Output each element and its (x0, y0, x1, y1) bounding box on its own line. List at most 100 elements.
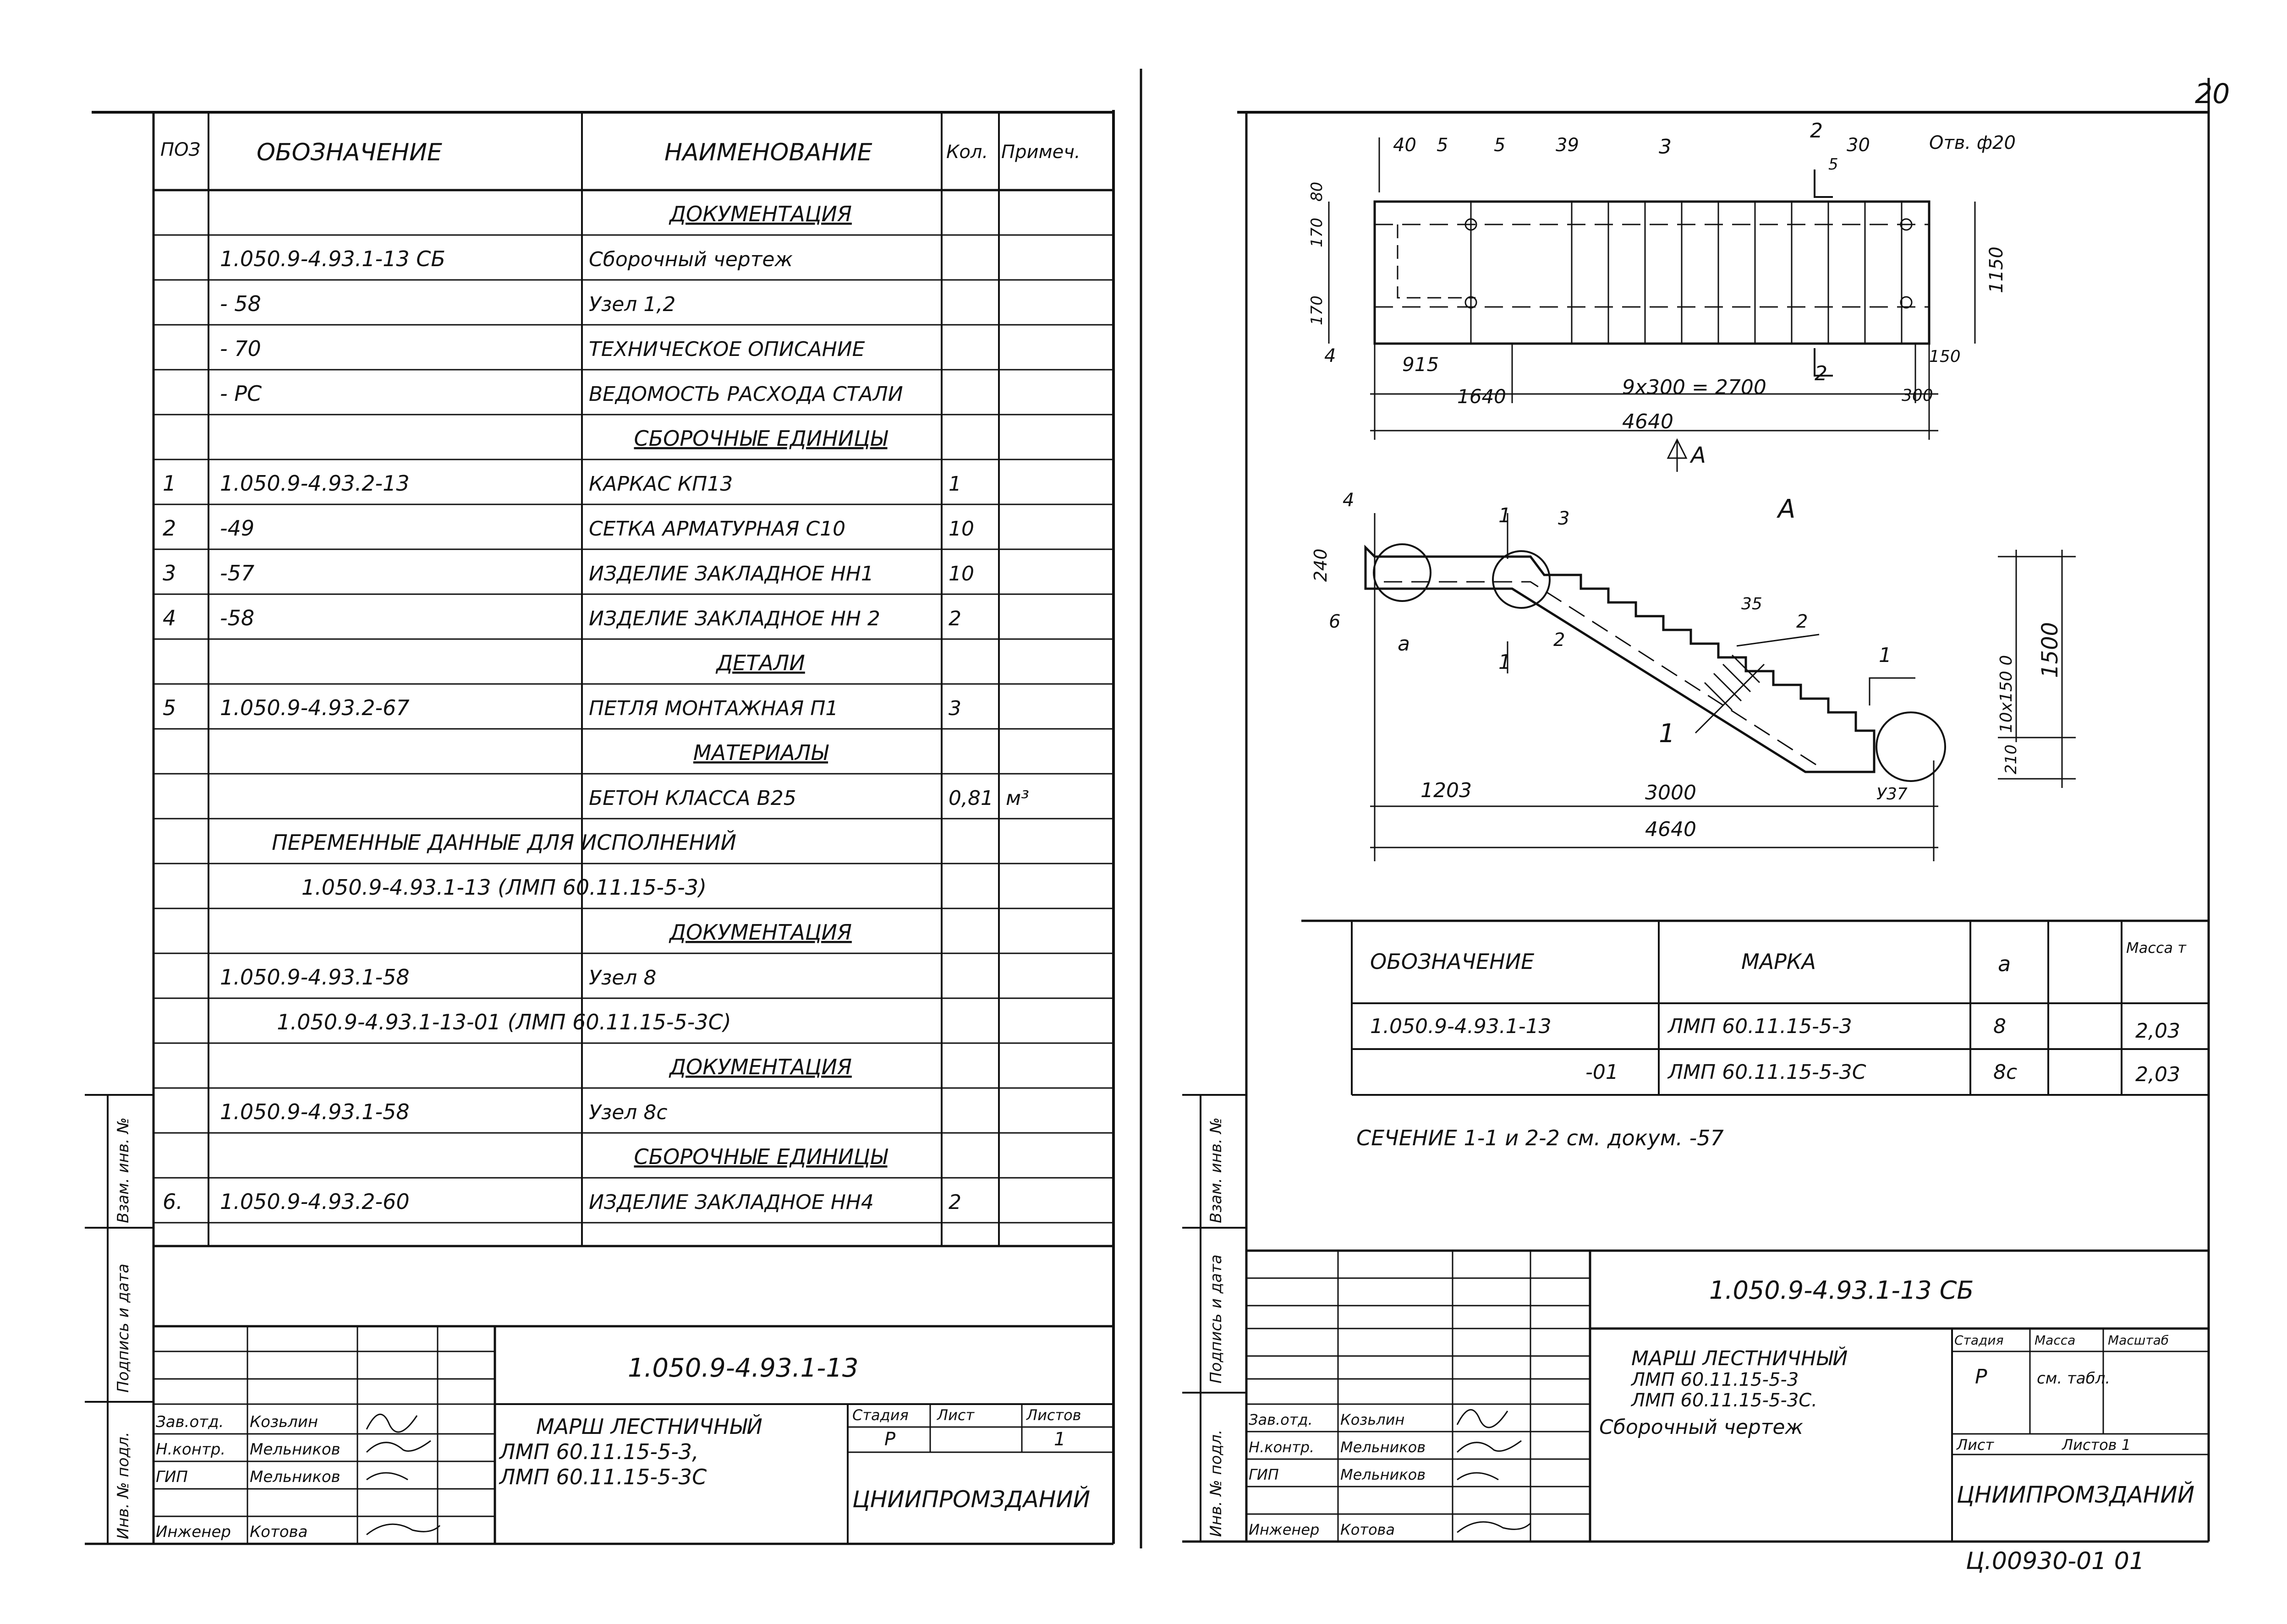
sec-label-2a: 2 (1553, 629, 1565, 651)
sec-label-2b: 2 (1796, 611, 1808, 632)
left-person-4: Котова (250, 1523, 307, 1541)
sec-label-4640: 4640 (1645, 818, 1696, 841)
var-header-mass: Масса т (2126, 939, 2187, 957)
right-sheet: 20 (1182, 78, 2230, 1575)
spec-name: БЕТОН КЛАССА В25 (589, 787, 796, 810)
sec-label-240: 240 (1311, 548, 1331, 582)
right-role-2: Н.контр. (1249, 1438, 1314, 1456)
spec-name: Узел 8с (589, 1101, 668, 1124)
spec-name: Узел 1,2 (589, 293, 675, 316)
sec-label-3000: 3000 (1645, 781, 1696, 804)
right-stage-label: Стадия (1954, 1333, 2003, 1348)
spec-name: ВЕДОМОСТЬ РАСХОДА СТАЛИ (589, 383, 903, 406)
spec-name: ИЗДЕЛИЕ ЗАКЛАДНОЕ НН 2 (589, 607, 880, 630)
right-mass: см. табл. (2037, 1369, 2110, 1388)
left-title-block: 1.050.9-4.93.1-13 МАРШ ЛЕСТНИЧНЫЙ ЛМП 60… (154, 1245, 1113, 1544)
spec-designation: -57 (220, 561, 254, 585)
right-side-label-3: Инв. № подл. (1207, 1429, 1225, 1537)
spec-table: ПОЗ ОБОЗНАЧЕНИЕ НАИМЕНОВАНИЕ Кол. Примеч… (154, 112, 1113, 1246)
dim-1150: 1150 (1986, 246, 2007, 293)
var-row1-designation: 1.050.9-4.93.1-13 (1370, 1015, 1552, 1038)
sec-label-3: 3 (1558, 508, 1569, 529)
left-role-3: ГИП (156, 1468, 188, 1486)
dim-300: 300 (1902, 386, 1933, 405)
left-side-stamp: Взам. инв. № Подпись и дата Инв. № подл. (85, 1094, 154, 1544)
plan-view (1328, 137, 1976, 472)
dim-39: 39 (1556, 135, 1579, 156)
dim-150: 150 (1929, 347, 1961, 366)
spec-name: КАРКАС КП13 (589, 472, 733, 496)
dim-hole: Отв. ф20 (1929, 132, 2016, 153)
var-row2-a: 8с (1993, 1061, 2017, 1084)
spec-pos: 4 (163, 606, 176, 630)
var-header-a: а (1998, 951, 2011, 976)
spec-pos: 2 (163, 516, 176, 541)
left-role-1: Зав.отд. (156, 1413, 224, 1431)
spec-designation: -58 (220, 606, 254, 630)
spec-name: ПЕТЛЯ МОНТАЖНАЯ П1 (589, 697, 838, 720)
left-role-4: Инженер (156, 1523, 231, 1541)
dim-30: 30 (1847, 135, 1870, 156)
right-person-2: Мельников (1340, 1438, 1426, 1456)
spec-variant-heading: 1.050.9-4.93.1-13-01 (ЛМП 60.11.15-5-3С) (277, 1010, 731, 1034)
sec-label-35: 35 (1741, 595, 1762, 613)
dim-915: 915 (1402, 353, 1439, 376)
sec-label-u37: У37 (1876, 785, 1908, 804)
header-name: НАИМЕНОВАНИЕ (664, 139, 872, 166)
var-header-designation: ОБОЗНАЧЕНИЕ (1370, 949, 1534, 974)
spec-qty: 10 (949, 562, 974, 585)
spec-designation: 1.050.9-4.93.2-67 (220, 695, 410, 720)
sec-label-a: а (1398, 632, 1410, 656)
section-view: А (1364, 494, 2076, 861)
view-title-a: А (1777, 494, 1795, 524)
var-row1-mark: ЛМП 60.11.15-5-3 (1667, 1015, 1852, 1038)
plan-dimensions: 40 5 5 39 3 2 30 5 Отв. ф20 80 170 170 1… (1308, 119, 2016, 468)
sec-label-6: 6 (1329, 611, 1340, 632)
sec-label-1d: 1 (1659, 719, 1675, 749)
left-sheet-label: Лист (937, 1406, 975, 1424)
right-sheets-label: Листов 1 (2062, 1436, 2131, 1454)
var-row1-mass: 2,03 (2135, 1019, 2180, 1043)
variants-table: ОБОЗНАЧЕНИЕ МАРКА а Масса т 1.050.9-4.93… (1301, 919, 2209, 1096)
left-sheets-label: Листов (1026, 1406, 1081, 1424)
left-title-1: МАРШ ЛЕСТНИЧНЫЙ (536, 1414, 762, 1439)
spec-pos: 6. (163, 1189, 183, 1214)
spec-section-heading: ДОКУМЕНТАЦИЯ (669, 1055, 852, 1079)
var-row2-mark: ЛМП 60.11.15-5-3С (1667, 1061, 1866, 1084)
spec-name: ИЗДЕЛИЕ ЗАКЛАДНОЕ НН4 (589, 1191, 874, 1214)
sec-label-10x150: 10х150 0 (1997, 655, 2016, 733)
right-signatures (1456, 1409, 1531, 1533)
right-side-label-1: Взам. инв. № (1207, 1117, 1225, 1223)
spec-qty: 2 (949, 607, 961, 630)
left-person-3: Мельников (250, 1468, 340, 1486)
dim-5c: 5 (1828, 155, 1838, 174)
spec-qty: 1 (949, 472, 961, 496)
spec-variant-heading: ПЕРЕМЕННЫЕ ДАННЫЕ ДЛЯ ИСПОЛНЕНИЙ (272, 830, 736, 855)
side-label-1: Взам. инв. № (114, 1117, 132, 1223)
spec-name: Узел 8 (589, 966, 656, 990)
right-sheet-label: Лист (1956, 1436, 1994, 1454)
right-person-3: Мельников (1340, 1466, 1426, 1483)
right-role-3: ГИП (1249, 1466, 1279, 1483)
header-pos: ПОЗ (160, 139, 200, 160)
spec-name: Сборочный чертеж (589, 248, 793, 271)
side-label-3: Инв. № подл. (114, 1432, 132, 1539)
left-doc-code: 1.050.9-4.93.1-13 (628, 1353, 859, 1383)
spec-designation: 1.050.9-4.93.1-13 СБ (220, 246, 445, 271)
spec-note: м³ (1006, 787, 1029, 810)
spec-designation: - РС (220, 381, 262, 406)
dim-5b: 5 (1494, 135, 1505, 156)
left-title-3: ЛМП 60.11.15-5-3С (499, 1465, 707, 1489)
sec-label-4: 4 (1343, 490, 1354, 511)
left-stage-label: Стадия (852, 1406, 909, 1424)
spec-designation: 1.050.9-4.93.1-58 (220, 965, 410, 990)
dim-40: 40 (1393, 135, 1416, 156)
dim-2-top: 2 (1810, 119, 1823, 142)
left-person-1: Козьлин (250, 1413, 318, 1431)
dim-4: 4 (1324, 345, 1336, 366)
right-person-4: Котова (1340, 1521, 1395, 1538)
left-stage: Р (884, 1429, 896, 1450)
spec-designation: -49 (220, 516, 254, 541)
section-note: СЕЧЕНИЕ 1-1 и 2-2 см. докум. -57 (1356, 1126, 1724, 1150)
var-header-mark: МАРКА (1741, 949, 1816, 974)
